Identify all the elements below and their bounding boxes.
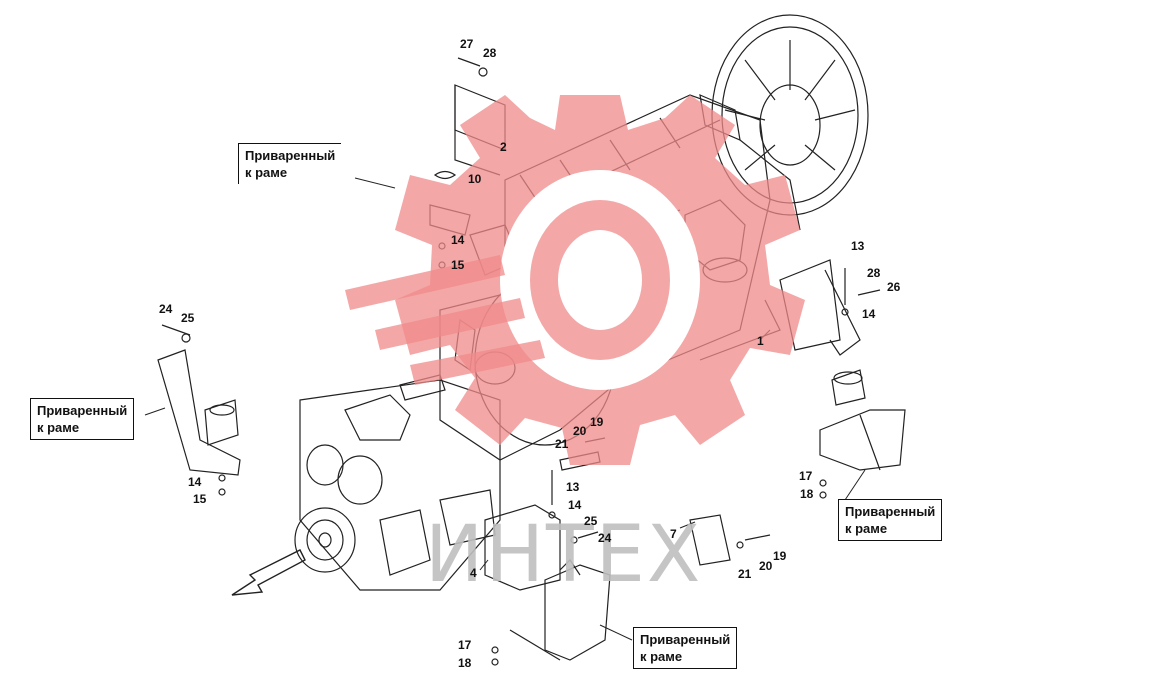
callout-welded-right: Приваренный к раме [838, 499, 943, 541]
part-number-15-a: 15 [451, 258, 465, 272]
part-number-19-mid: 19 [590, 415, 604, 429]
part-number-24-left: 24 [159, 302, 173, 316]
mount-bottom [491, 514, 771, 666]
callout-line-1: Приваренный [37, 403, 128, 418]
part-number-27: 27 [460, 37, 474, 51]
part-number-7: 7 [670, 527, 677, 541]
part-number-21-mid: 21 [555, 437, 569, 451]
callout-line-2: к раме [640, 649, 683, 664]
part-number-10: 10 [468, 172, 482, 186]
part-number-17-right: 17 [799, 469, 813, 483]
part-number-19-right: 19 [773, 549, 787, 563]
part-number-21-right: 21 [738, 567, 752, 581]
part-number-4: 4 [470, 566, 477, 580]
part-number-20-mid: 20 [573, 424, 587, 438]
part-number-13-mid: 13 [566, 480, 580, 494]
callout-line-2: к раме [845, 521, 888, 536]
transmission [294, 374, 501, 591]
part-number-17-bottom: 17 [458, 638, 472, 652]
part-number-14-a: 14 [451, 233, 465, 247]
callout-welded-bottom: Приваренный к раме [633, 627, 738, 669]
part-number-26: 26 [887, 280, 901, 294]
callout-line-1: Приваренный [245, 148, 336, 163]
part-number-28-top: 28 [483, 46, 497, 60]
callout-line-2: к раме [37, 420, 80, 435]
callout-line-1: Приваренный [640, 632, 731, 647]
callout-welded-top-left: Приваренный к раме [238, 143, 342, 184]
part-number-28-right: 28 [867, 266, 881, 280]
part-number-14-left: 14 [188, 475, 202, 489]
part-number-14-right: 14 [862, 307, 876, 321]
part-number-18-right: 18 [800, 487, 814, 501]
mount-left [157, 324, 241, 496]
part-number-25-left: 25 [181, 311, 195, 325]
callout-line-2: к раме [245, 165, 288, 180]
callout-line-1: Приваренный [845, 504, 936, 519]
watermark-text: ИНТЕХ [425, 510, 703, 600]
part-number-13-right: 13 [851, 239, 865, 253]
callout-welded-left: Приваренный к раме [30, 398, 135, 440]
part-number-1: 1 [757, 334, 764, 348]
part-number-25-mid: 25 [584, 514, 598, 528]
part-number-15-left: 15 [193, 492, 207, 506]
part-number-24-mid: 24 [598, 531, 612, 545]
part-number-18-bottom: 18 [458, 656, 472, 670]
part-number-2: 2 [500, 140, 507, 154]
part-number-14-mid: 14 [568, 498, 582, 512]
part-number-20-right: 20 [759, 559, 773, 573]
bracket-right [779, 259, 906, 499]
output-arrow [231, 549, 306, 596]
